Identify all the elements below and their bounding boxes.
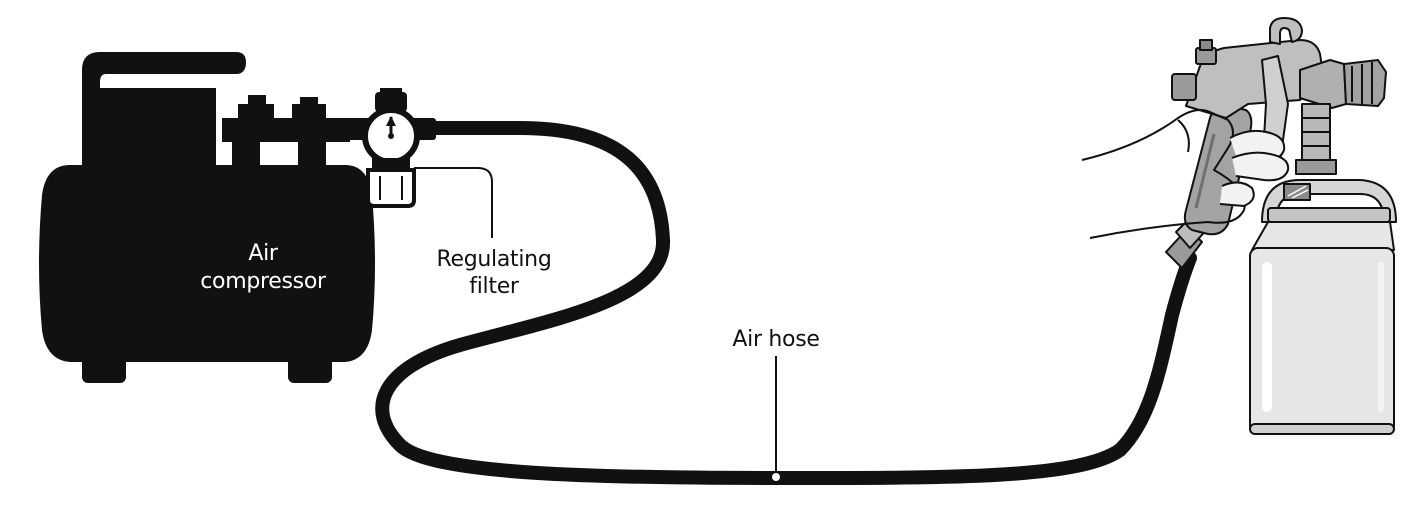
regulator-leader-line bbox=[414, 167, 493, 238]
compressor-label-line1: Air bbox=[248, 241, 279, 266]
air-hose bbox=[375, 121, 1197, 486]
paint-cup bbox=[1249, 179, 1397, 435]
air-cap bbox=[1343, 59, 1387, 107]
hose-label: Air hose bbox=[732, 327, 819, 352]
fluid-knob bbox=[1171, 73, 1197, 101]
filter-bowl bbox=[366, 168, 416, 208]
gun-hook bbox=[1269, 17, 1303, 45]
regulator-label-line1: Regulating bbox=[437, 247, 552, 272]
compressor-foot-left bbox=[82, 355, 126, 383]
compressor-tank bbox=[39, 165, 375, 362]
compressor-label-line2: compressor bbox=[200, 269, 327, 294]
hose-leader-dot bbox=[770, 471, 782, 483]
compressor-foot-right bbox=[288, 355, 332, 383]
regulator-label-line2: filter bbox=[469, 274, 520, 299]
regulating-filter bbox=[340, 88, 436, 208]
compressor-manifold bbox=[222, 95, 350, 166]
compressor-motor bbox=[98, 88, 216, 170]
hand bbox=[1081, 109, 1290, 239]
air-compressor: Air compressor bbox=[39, 52, 375, 383]
